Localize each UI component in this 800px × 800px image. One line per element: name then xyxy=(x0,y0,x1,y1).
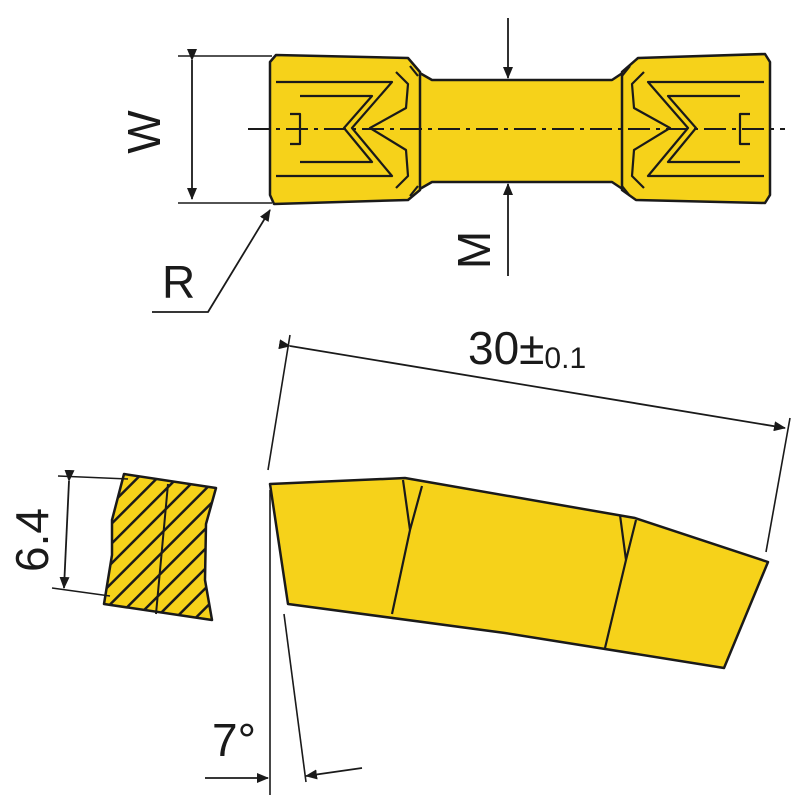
thickness-extension-bottom xyxy=(51,587,111,597)
section-view xyxy=(51,469,218,622)
r-leader-line xyxy=(152,209,271,313)
tolerance-symbol: ± xyxy=(519,322,544,374)
angle-arrow-right xyxy=(305,767,363,780)
insert-neck xyxy=(416,70,626,192)
length-label: 30±0.1 xyxy=(468,322,586,375)
relief-angle-label: 7° xyxy=(212,714,256,766)
thickness-label: 6.4 xyxy=(6,508,58,572)
side-facet-left xyxy=(390,479,424,615)
thickness-dimension-line xyxy=(59,469,75,589)
length-extension-left xyxy=(267,334,291,471)
insert-side-profile xyxy=(268,476,770,670)
side-facet-right xyxy=(603,514,638,649)
thickness-extension-top xyxy=(57,475,129,480)
side-view xyxy=(205,334,791,795)
relief-angled-line xyxy=(283,613,307,783)
length-extension-right xyxy=(765,417,791,553)
length-value: 30 xyxy=(468,322,519,374)
w-label: W xyxy=(118,110,170,154)
section-hatched-profile xyxy=(102,472,218,622)
top-view xyxy=(152,18,785,313)
r-label: R xyxy=(162,256,195,308)
tolerance-value: 0.1 xyxy=(544,342,586,375)
section-split-line xyxy=(155,483,169,615)
m-label: M xyxy=(448,231,500,269)
length-dimension-line xyxy=(278,339,786,432)
